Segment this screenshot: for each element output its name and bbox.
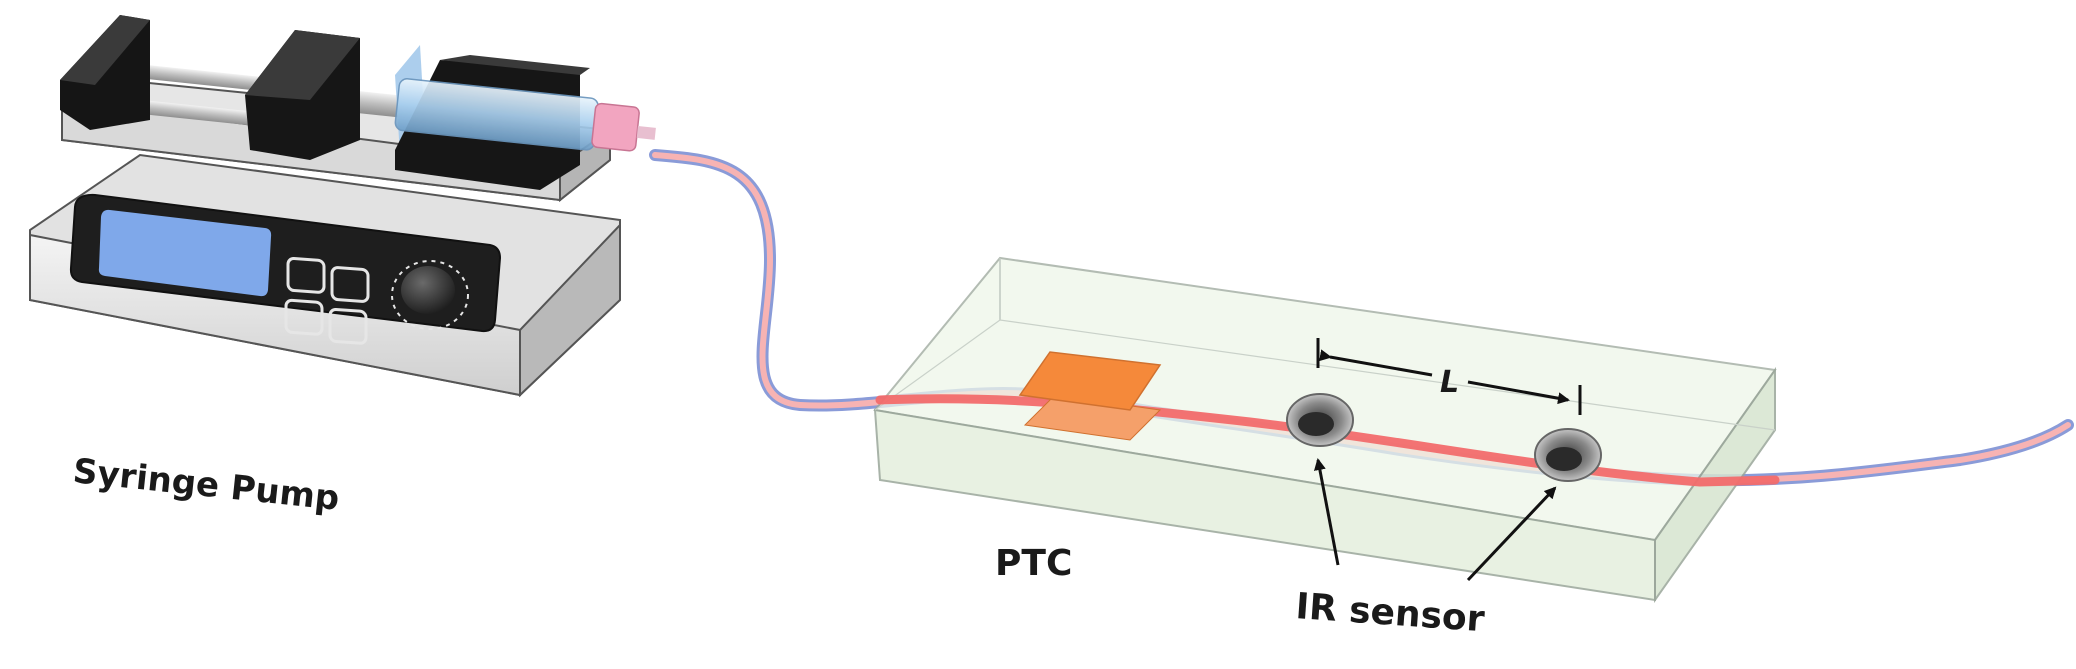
ptc-label: PTC [995, 543, 1072, 584]
distance-marker [1316, 338, 1582, 415]
pump-screen [98, 209, 272, 297]
syringe-tip [591, 102, 640, 152]
microchannel-chip-icon [873, 256, 1780, 604]
ir-sensor-label: IR sensor [1294, 586, 1486, 640]
ir-sensor-icon [1286, 393, 1354, 447]
sensor-pointers [1313, 458, 1557, 582]
ptc-heater-icon [1018, 351, 1162, 441]
syringe-pump-icon [29, 15, 656, 398]
knob-icon [401, 266, 455, 314]
knob-dial-icon [391, 260, 469, 330]
pump-buttons [284, 257, 370, 345]
syringe-pump-label: Syringe Pump [71, 451, 341, 519]
ir-sensor-icon [1534, 428, 1602, 482]
distance-label: L [1440, 365, 1459, 400]
